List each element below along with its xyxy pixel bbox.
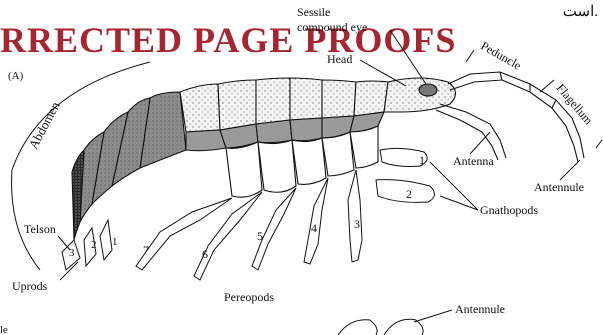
watermark: RRECTED PAGE PROOFS [0,20,456,60]
telson-leader [58,236,70,250]
cut-off-label: le [0,324,8,335]
antennule-brackets [466,50,602,148]
pereopod-number-5: 5 [257,229,263,243]
antennule-label: Antennule [534,180,584,194]
uropods-label: Uprods [12,279,48,293]
peduncle-label: Peduncle [479,38,524,72]
compound-eye [419,84,437,96]
gnathopod2-leader [440,196,478,210]
gnathopod1-leader [430,162,478,210]
antenna [436,104,506,160]
antenna-label: Antenna [453,154,494,168]
antennule-bottom-leader [414,310,452,322]
compound-eye-label: compound eye [297,20,367,34]
antennule-leader [560,160,580,180]
pereopod-number-7: 7 [143,243,149,257]
uropod-number-2: 2 [91,239,97,251]
antennule-bottom-label: Antennule [455,302,505,316]
uropod-number-3: 3 [69,247,75,259]
head-label: Head [327,52,352,66]
gnathopod-number-1: 1 [419,153,425,167]
pereopod-number-4: 4 [311,221,317,235]
uropod-number-1: 1 [112,236,118,248]
pereopods-label: Pereopods [224,290,274,304]
abdomen-label: Abdomen [25,99,63,152]
panel-label: (A) [8,70,24,82]
head [384,78,456,112]
pereopod-number-6: 6 [202,247,208,261]
gnathopods-label: Gnathopods [480,203,538,217]
antenna-leader [470,132,490,154]
pereopod-number-3: 3 [354,217,360,231]
uropods [62,220,112,270]
telson-label: Telson [24,222,56,236]
sessile-label: Sessile [297,5,330,19]
header-text: است. [563,4,598,20]
partial-lower-figure [338,319,423,335]
gnathopod-number-2: 2 [406,187,412,201]
